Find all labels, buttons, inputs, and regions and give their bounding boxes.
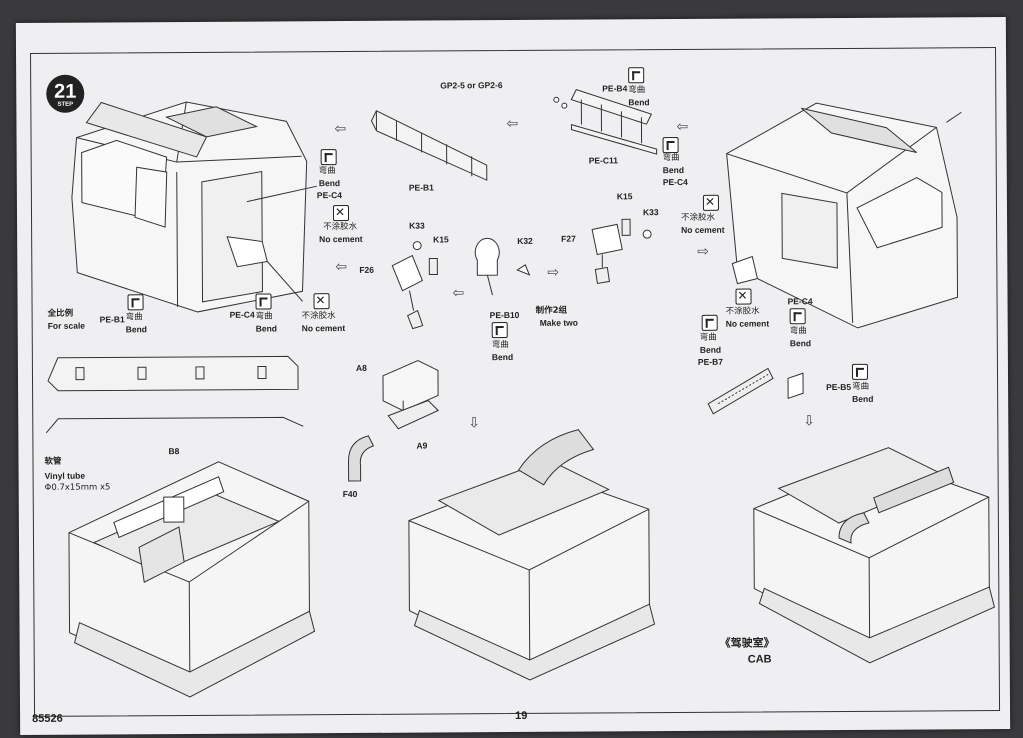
part-label-b8: B8 — [168, 446, 180, 457]
part-label-gp2: GP2-5 or GP2-6 — [440, 80, 503, 91]
part-label-pe-c4: PE-C4 — [662, 176, 688, 188]
bend-label-cn: 弯曲 — [491, 340, 509, 351]
no-cement-label: No cement — [725, 318, 770, 329]
part-label-pe-b4: PE-B4 — [602, 83, 628, 94]
bend-label-cn: 弯曲 — [699, 332, 717, 343]
no-cement-label-cn: 不涂胶水 — [681, 212, 716, 223]
part-label-k15: K15 — [433, 234, 449, 245]
no-cement-label: No cement — [301, 323, 346, 334]
bend-icon — [320, 149, 337, 166]
bend-icon — [701, 314, 718, 331]
part-label-pe-b10: PE-B10 — [489, 309, 520, 321]
part-label-f40: F40 — [342, 488, 358, 500]
bend-label-cn: 弯曲 — [255, 311, 273, 322]
bend-icon — [789, 308, 806, 325]
no-cement-label-cn: 不涂胶水 — [725, 306, 760, 317]
part-label-f26: F26 — [359, 264, 375, 275]
vinyl-tube-label-cn: 软管 — [44, 456, 62, 467]
no-cement-icon — [313, 293, 330, 310]
cab-title-cn: 《驾驶室》 — [719, 636, 775, 650]
part-label-k15: K15 — [616, 191, 633, 202]
bend-label: Bend — [125, 324, 147, 335]
cab-tub-middle — [408, 429, 656, 681]
assembly-drawings — [45, 88, 996, 698]
vinyl-tube-label: Vinyl tube — [44, 470, 86, 481]
make-two-label: Make two — [539, 317, 578, 328]
cab-title: CAB — [747, 653, 772, 666]
step-arrow-icon: ⇦ — [676, 118, 689, 135]
a8-a9-f40-parts — [348, 360, 440, 482]
step-arrow-icon: ⇦ — [335, 259, 348, 276]
mirror-assembly-f26 — [391, 241, 438, 330]
cab-tub-right — [753, 447, 996, 664]
bend-icon — [662, 136, 679, 154]
no-cement-icon — [332, 204, 350, 222]
no-cement-label: No cement — [319, 233, 363, 245]
kit-code: 85526 — [32, 712, 63, 725]
part-label-pe-c11: PE-C11 — [588, 155, 619, 166]
cab-drawing-left — [71, 101, 317, 313]
bend-label-cn: 弯曲 — [662, 152, 680, 164]
step-arrow-icon: ⇨ — [547, 264, 560, 281]
pe-b1-scale-plate — [45, 355, 304, 434]
bend-icon — [851, 363, 869, 380]
part-label-pe-b5: PE-B5 — [826, 381, 852, 393]
bend-label: Bend — [255, 323, 277, 334]
bend-label: Bend — [318, 178, 341, 189]
mirror-assembly-f27 — [591, 218, 652, 285]
part-label-pe-c4: PE-C4 — [787, 296, 813, 307]
bend-label-cn: 弯曲 — [789, 326, 807, 337]
part-label-pe-b7: PE-B7 — [697, 356, 723, 367]
bend-icon — [255, 293, 272, 310]
step-arrow-icon: ⇨ — [697, 243, 710, 260]
bend-label: Bend — [491, 351, 514, 363]
step-arrow-icon: ⇦ — [452, 285, 465, 302]
for-scale-label: For scale — [47, 320, 86, 331]
bend-label: Bend — [789, 338, 812, 349]
step-arrow-icon: ⇩ — [803, 413, 816, 430]
part-label-pe-c4: PE-C4 — [316, 190, 342, 201]
bend-icon — [127, 294, 144, 311]
part-label-a9: A9 — [416, 440, 428, 451]
no-cement-icon — [735, 288, 752, 305]
part-label-a8: A8 — [355, 362, 367, 373]
page-number: 19 — [515, 709, 528, 722]
bend-icon — [628, 67, 645, 84]
bend-label-cn: 弯曲 — [628, 85, 646, 96]
cab-drawing-right — [726, 102, 962, 329]
pe-b7-b5-parts — [707, 367, 804, 415]
no-cement-icon — [702, 194, 719, 211]
pe-b1-strip — [370, 110, 488, 181]
pe-b4-c11-parts — [553, 88, 658, 155]
part-label-f27: F27 — [561, 233, 576, 244]
no-cement-label: No cement — [681, 224, 725, 235]
part-label-k33: K33 — [409, 220, 425, 231]
bend-label: Bend — [662, 164, 685, 176]
pe-b10-part — [474, 237, 531, 296]
make-two-label-cn: 制作2组 — [535, 305, 568, 316]
part-label-k32: K32 — [517, 235, 533, 246]
part-label-pe-b1: PE-B1 — [99, 314, 125, 325]
no-cement-label-cn: 不涂胶水 — [323, 221, 358, 233]
vinyl-tube-size: Φ0.7x15mm x5 — [44, 482, 111, 493]
bend-label: Bend — [852, 393, 874, 404]
part-label-k33: K33 — [642, 207, 659, 218]
no-cement-label-cn: 不涂胶水 — [301, 311, 336, 322]
part-label-pe-c4: PE-C4 — [229, 309, 255, 320]
bend-label-cn: 弯曲 — [125, 312, 143, 323]
step-arrow-icon: ⇦ — [506, 115, 519, 133]
bend-label-cn: 弯曲 — [318, 166, 336, 177]
step-arrow-icon: ⇩ — [468, 415, 481, 432]
bend-label: Bend — [699, 344, 722, 355]
bend-label-cn: 弯曲 — [852, 381, 870, 392]
step-arrow-icon: ⇦ — [334, 121, 347, 138]
part-label-pe-b1: PE-B1 — [408, 182, 434, 193]
cab-tub-left — [68, 461, 316, 698]
bend-label: Bend — [628, 97, 650, 108]
for-scale-label-cn: 全比例 — [47, 308, 74, 319]
bend-icon — [491, 322, 508, 339]
